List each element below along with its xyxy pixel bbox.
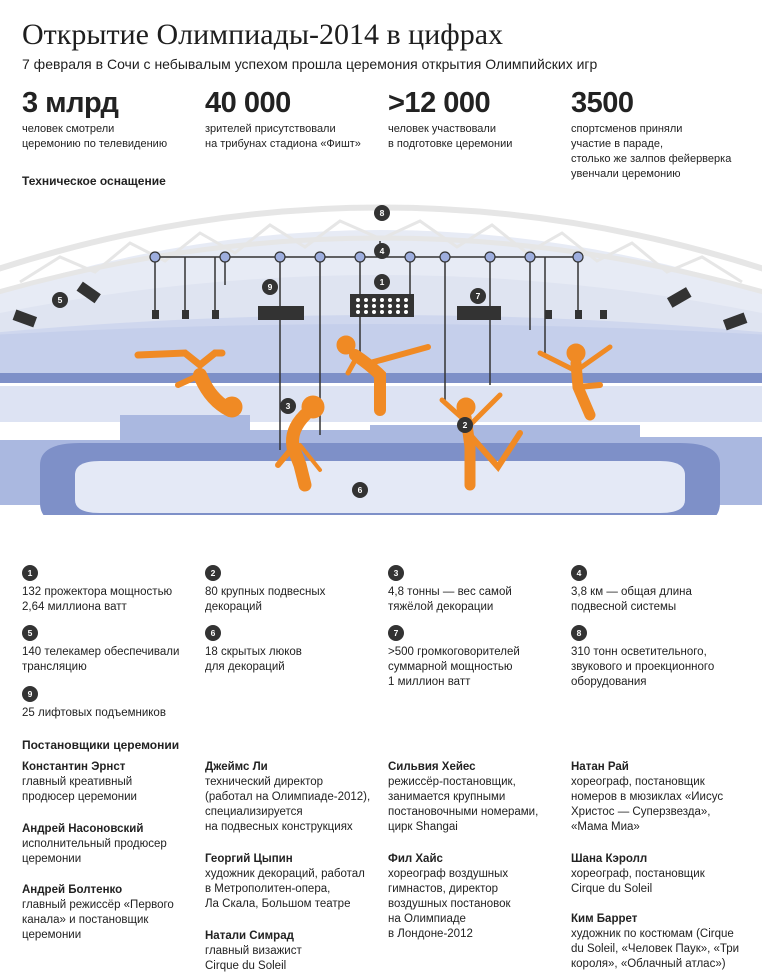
fact-item: 7 >500 громкоговорителей суммарной мощно… (388, 625, 568, 690)
fact-badge: 8 (571, 625, 587, 641)
fact-item: 4 3,8 км — общая длина подвесной системы (571, 565, 751, 615)
fact-badge: 5 (22, 625, 38, 641)
fact-item: 8 310 тонн осветительного, звукового и п… (571, 625, 751, 690)
crew-member: Фил Хайс хореограф воздушных гимнастов, … (388, 852, 568, 942)
crew-name: Сильвия Хейес (388, 761, 476, 773)
fact-item: 6 18 скрытых люков для декораций (205, 625, 385, 675)
stat-number: 3 млрд (22, 87, 119, 119)
fact-badge: 2 (205, 565, 221, 581)
stat-number: >12 000 (388, 87, 491, 119)
crew-name: Андрей Болтенко (22, 884, 123, 896)
fact-item: 3 4,8 тонны — вес самой тяжёлой декораци… (388, 565, 568, 615)
fact-text: 4,8 тонны — вес самой тяжёлой декорации (388, 586, 512, 613)
stat-description: человек смотрели церемонию по телевидени… (22, 123, 168, 150)
stadium-illustration (0, 204, 762, 560)
scene-badge-9: 9 (262, 279, 278, 295)
stat-athletes: 3500 спортсменов приняли участие в парад… (571, 86, 751, 182)
roof-truss (19, 219, 743, 284)
crew-member: Андрей Насоновский исполнительный продюс… (22, 822, 202, 867)
crew-role: исполнительный продюсер церемонии (22, 838, 167, 865)
fact-text: >500 громкоговорителей суммарной мощност… (388, 646, 520, 688)
suspension-system (154, 241, 580, 450)
crew-name: Натан Рай (571, 761, 629, 773)
fact-text: 25 лифтовых подъемников (22, 707, 166, 719)
fact-text: 3,8 км — общая длина подвесной системы (571, 586, 692, 613)
fact-text: 310 тонн осветительного, звукового и про… (571, 646, 715, 688)
crew-role: хореограф, постановщик Cirque du Soleil (571, 868, 705, 895)
stat-description: зрителей присутствовали на трибунах стад… (205, 123, 361, 150)
crew-name: Фил Хайс (388, 853, 443, 865)
crew-member: Шана Кэролл хореограф, постановщик Cirqu… (571, 852, 751, 897)
fact-text: 18 скрытых люков для декораций (205, 646, 302, 673)
fact-text: 80 крупных подвесных декораций (205, 586, 326, 613)
crew-name: Шана Кэролл (571, 853, 648, 865)
scene-badge-3: 3 (280, 398, 296, 414)
fact-badge: 9 (22, 686, 38, 702)
crew-name: Натали Симрад (205, 930, 294, 942)
crew-member: Сильвия Хейес режиссёр-постановщик, зани… (388, 760, 568, 835)
page-subtitle: 7 февраля в Сочи с небывалым успехом про… (22, 56, 598, 72)
fact-badge: 1 (22, 565, 38, 581)
crew-role: хореограф, постановщик номеров в мюзикла… (571, 776, 724, 833)
fact-badge: 4 (571, 565, 587, 581)
crew-role: художник декораций, работал в Метрополит… (205, 868, 365, 910)
scene-badge-6: 6 (352, 482, 368, 498)
scene-badge-1: 1 (374, 274, 390, 290)
fact-text: 140 телекамер обеспечивали трансляцию (22, 646, 180, 673)
crew-name: Константин Эрнст (22, 761, 126, 773)
spotlight-icon (350, 294, 414, 317)
crew-member: Андрей Болтенко главный режиссёр «Первог… (22, 883, 202, 943)
fact-text: 132 прожектора мощностью 2,64 миллиона в… (22, 586, 173, 613)
crew-role: главный креативный продюсер церемонии (22, 776, 137, 803)
crew-member: Натан Рай хореограф, постановщик номеров… (571, 760, 751, 835)
scene-badge-2: 2 (457, 417, 473, 433)
crew-name: Джеймс Ли (205, 761, 268, 773)
fact-item: 1 132 прожектора мощностью 2,64 миллиона… (22, 565, 202, 615)
stat-viewers: 3 млрд человек смотрели церемонию по тел… (22, 86, 202, 152)
crew-member: Ким Баррет художник по костюмам (Cirque … (571, 912, 751, 972)
crew-heading: Постановщики церемонии (22, 738, 180, 752)
fact-badge: 3 (388, 565, 404, 581)
crew-member: Джеймс Ли технический директор (работал … (205, 760, 385, 835)
crew-role: главный визажист Cirque du Soleil (205, 945, 302, 972)
crew-role: художник по костюмам (Cirque du Soleil, … (571, 928, 740, 970)
crew-name: Андрей Насоновский (22, 823, 144, 835)
fact-badge: 7 (388, 625, 404, 641)
crew-role: технический директор (работал на Олимпиа… (205, 776, 371, 833)
stat-number: 40 000 (205, 87, 291, 119)
scene-badge-7: 7 (470, 288, 486, 304)
crew-member: Натали Симрад главный визажист Cirque du… (205, 929, 385, 974)
stat-description: человек участвовали в подготовке церемон… (388, 123, 513, 150)
stat-description: спортсменов приняли участие в параде, ст… (571, 123, 732, 180)
tech-heading: Техническое оснащение (22, 174, 166, 188)
crew-member: Георгий Цыпин художник декораций, работа… (205, 852, 385, 912)
stat-crew: >12 000 человек участвовали в подготовке… (388, 86, 568, 152)
camera-icon (12, 281, 748, 331)
scene-badge-5: 5 (52, 292, 68, 308)
fact-item: 2 80 крупных подвесных декораций (205, 565, 385, 615)
crew-role: главный режиссёр «Первого канала» и пост… (22, 899, 174, 941)
crew-name: Ким Баррет (571, 913, 638, 925)
page-title: Открытие Олимпиады-2014 в цифрах (22, 18, 504, 51)
crew-name: Георгий Цыпин (205, 853, 293, 865)
crew-role: хореограф воздушных гимнастов, директор … (388, 868, 511, 940)
crew-member: Константин Эрнст главный креативный прод… (22, 760, 202, 805)
scene-badge-4: 4 (374, 243, 390, 259)
scene-badge-8: 8 (374, 205, 390, 221)
fact-badge: 6 (205, 625, 221, 641)
stat-spectators: 40 000 зрителей присутствовали на трибун… (205, 86, 385, 152)
crew-role: режиссёр-постановщик, занимается крупным… (388, 776, 539, 833)
fact-item: 5 140 телекамер обеспечивали трансляцию (22, 625, 202, 675)
fact-item: 9 25 лифтовых подъемников (22, 686, 202, 721)
stat-number: 3500 (571, 87, 634, 119)
